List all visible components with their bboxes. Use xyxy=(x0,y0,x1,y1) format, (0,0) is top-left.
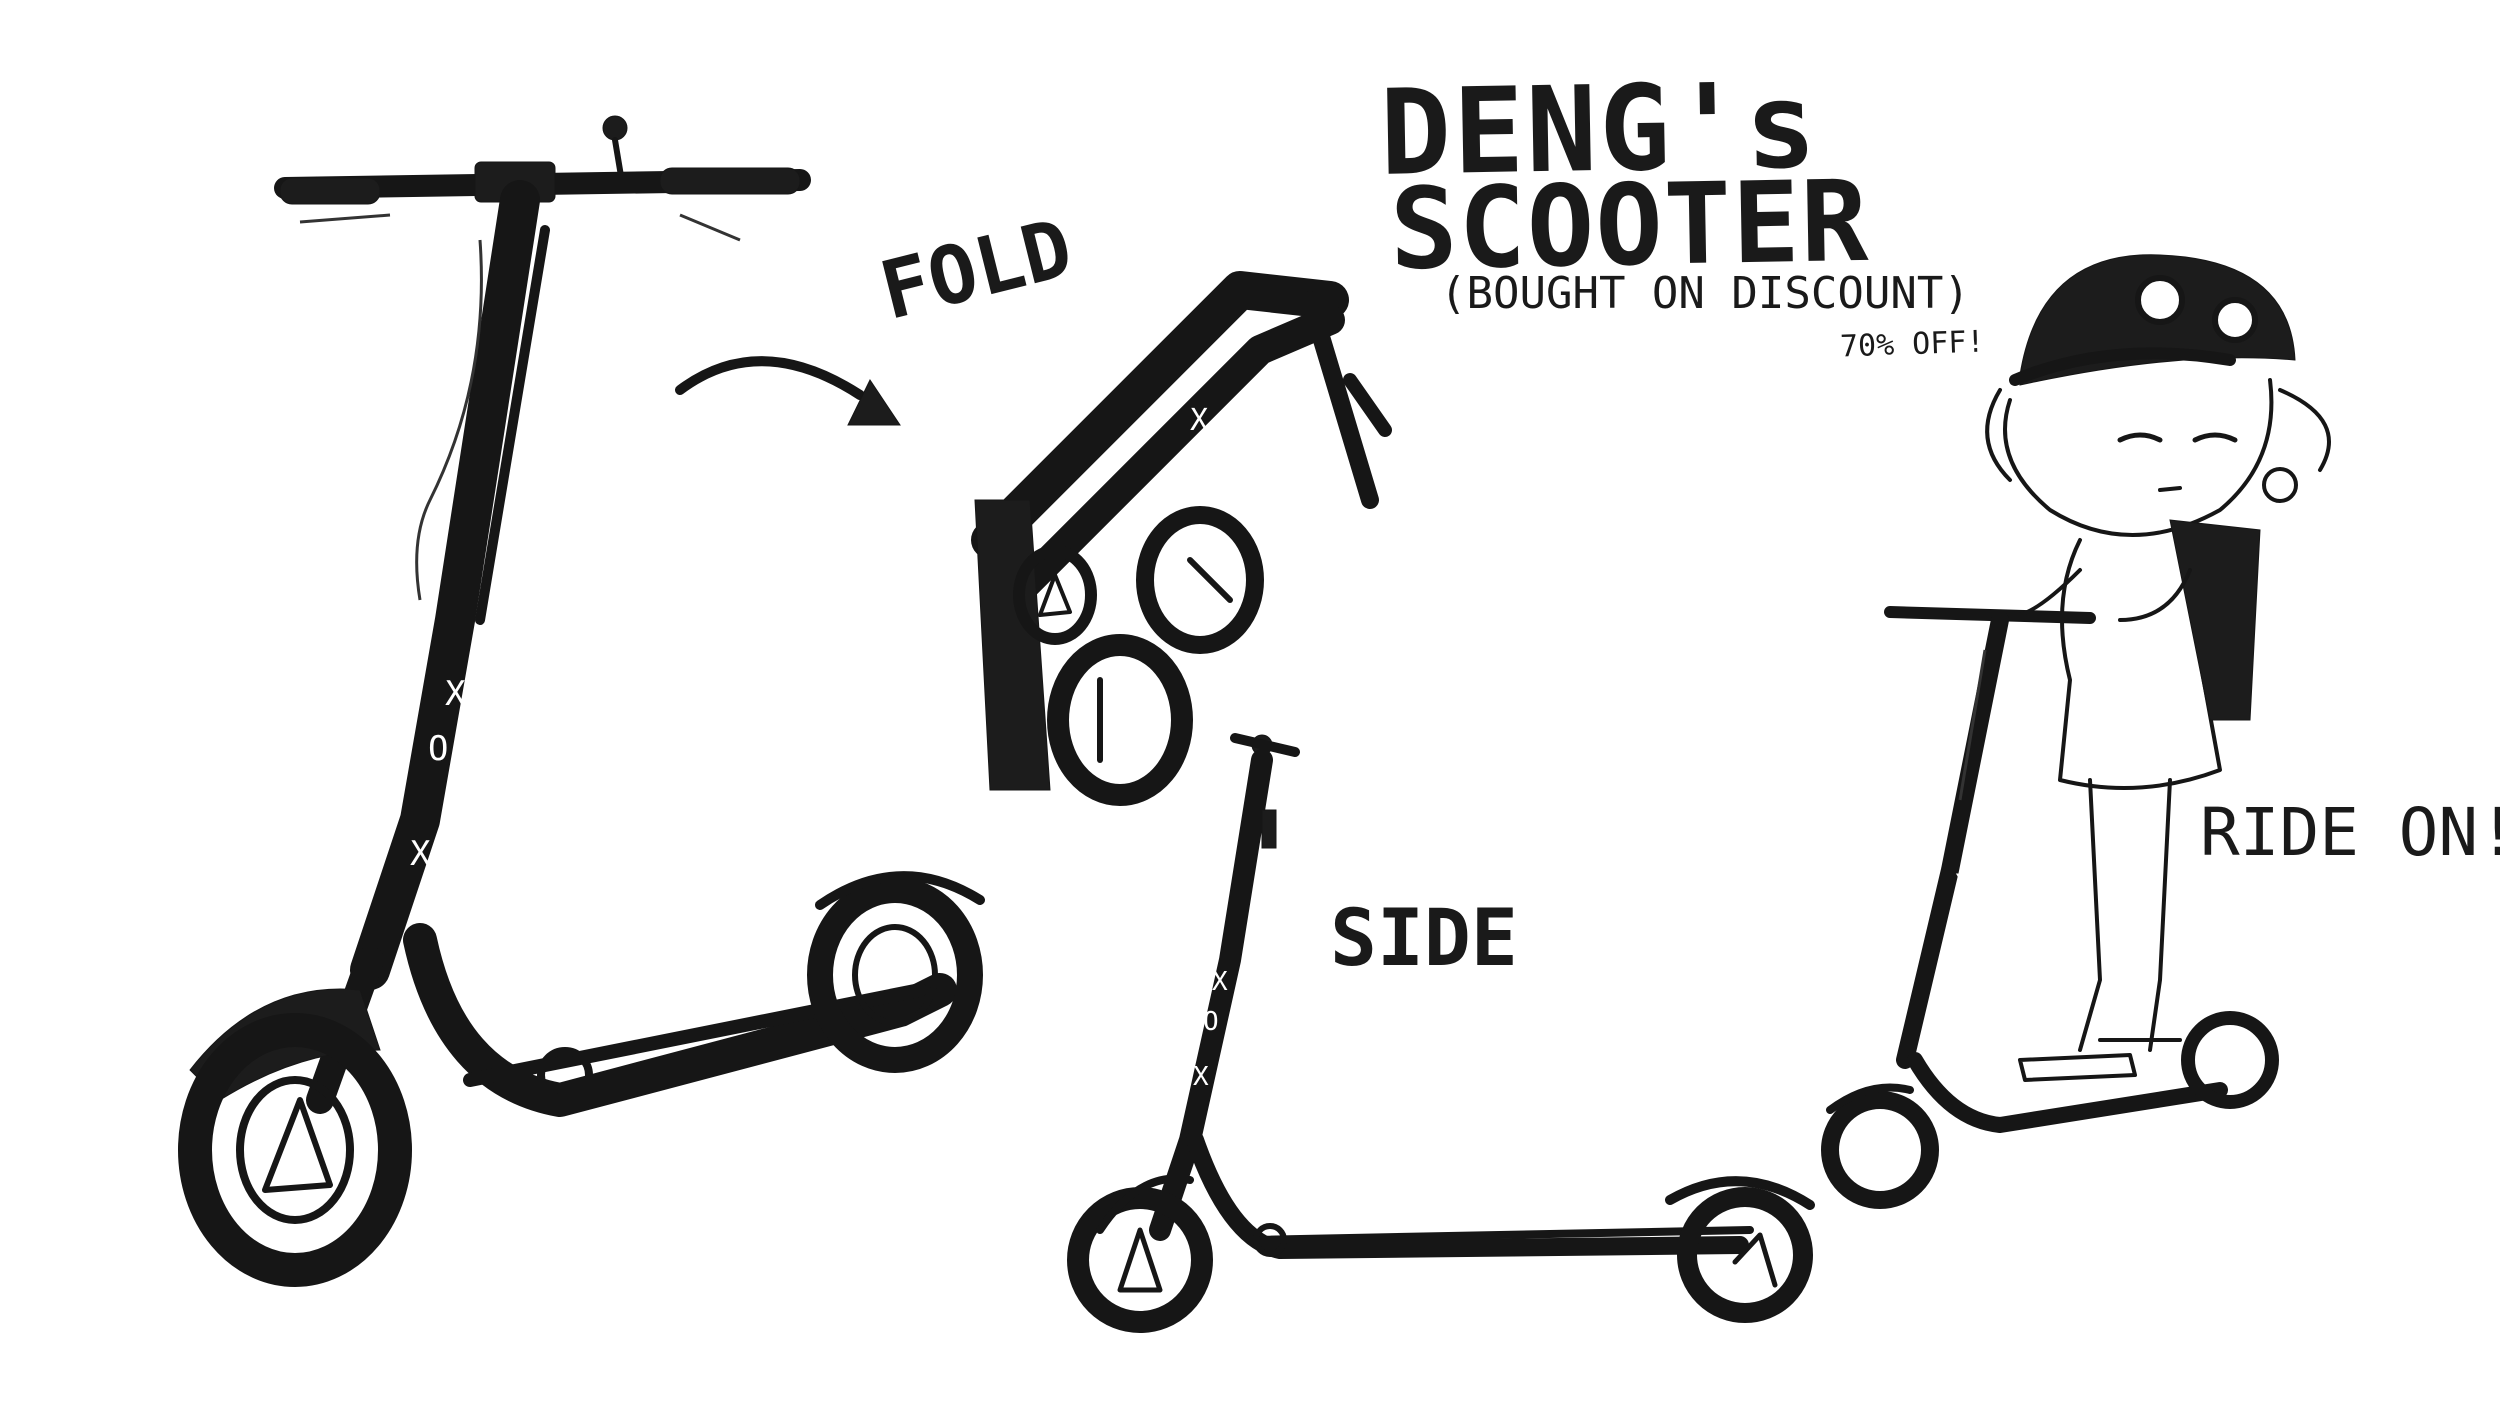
main-emblem-x1: X xyxy=(445,674,466,714)
rider-emblem-x1: X xyxy=(1955,871,1969,896)
main-emblem-o: O xyxy=(428,729,448,769)
rider-drawing: X O X xyxy=(1821,254,2331,1209)
ride-on-label: RIDE ON! xyxy=(2200,794,2500,871)
side-emblem-x1: X xyxy=(1212,967,1228,997)
discount-note: 70% OFF! xyxy=(1839,324,1986,365)
main-emblem-x2: X xyxy=(410,834,431,874)
fold-arrow xyxy=(675,356,901,426)
side-label: SIDE xyxy=(1330,894,1518,984)
folded-emblem: X O xyxy=(1190,403,1244,438)
folded-scooter-drawing: X O xyxy=(971,271,1392,806)
rider-emblem-o: O xyxy=(1948,906,1961,931)
rider-emblem-x2: X xyxy=(1940,956,1954,981)
subtitle: (BOUGHT ON DISCOUNT) xyxy=(1440,268,1970,319)
side-emblem-x2: X xyxy=(1193,1062,1209,1092)
side-scooter-drawing: X O X xyxy=(1067,733,1815,1333)
side-emblem-o: O xyxy=(1203,1007,1219,1037)
main-scooter-drawing: X O X xyxy=(178,115,985,1287)
